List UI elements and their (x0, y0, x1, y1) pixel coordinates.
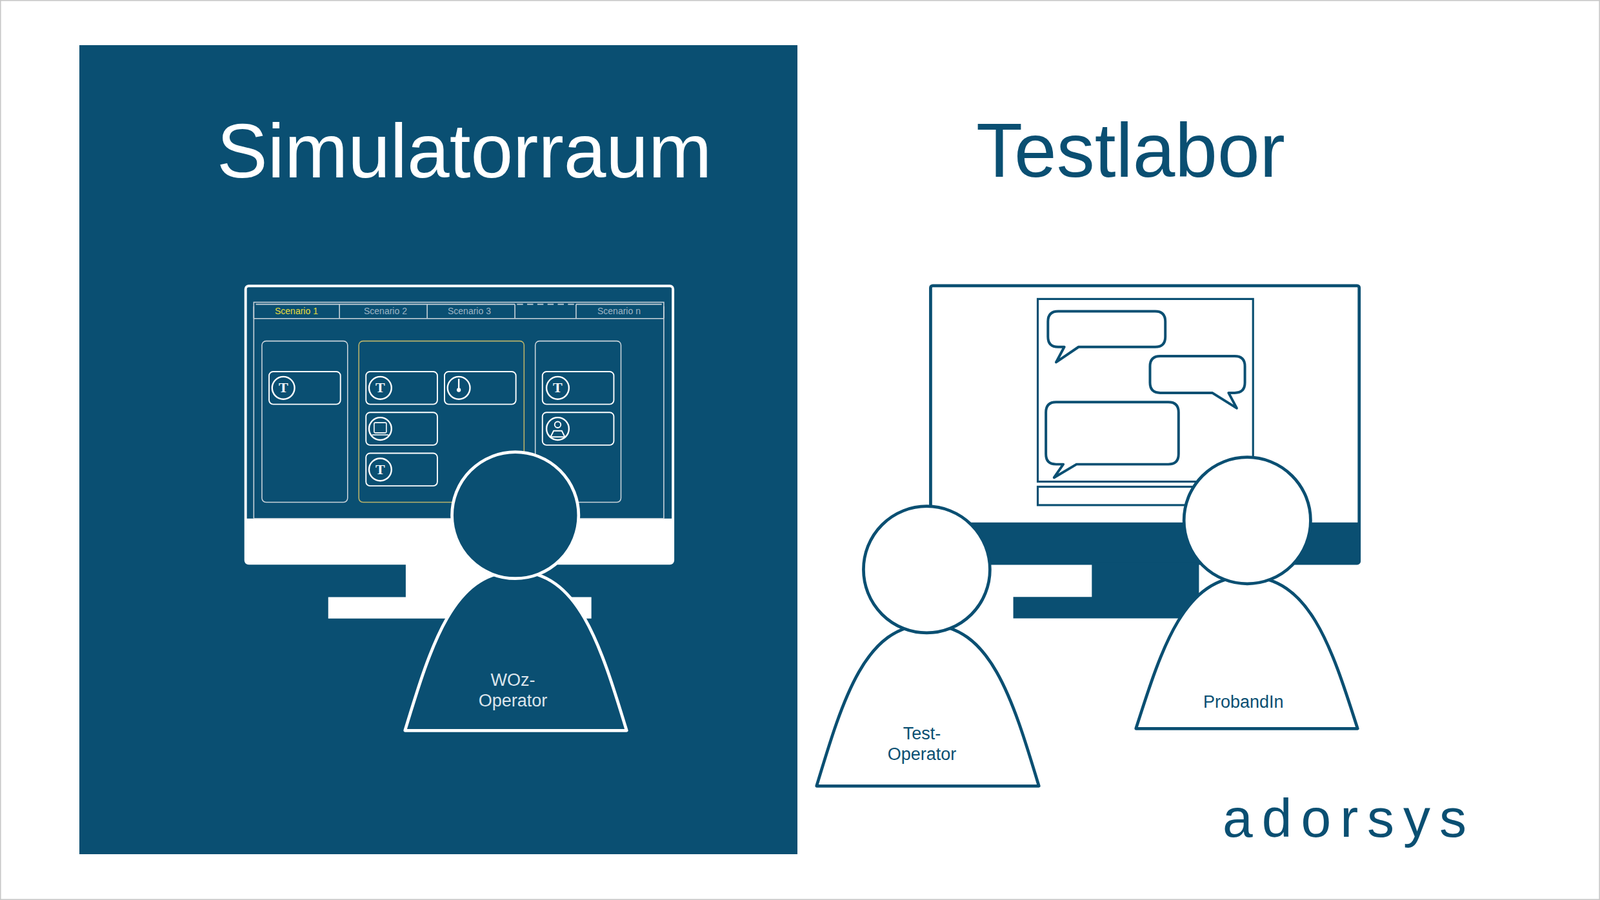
icon-box (365, 412, 438, 446)
icon-letter: T (552, 379, 563, 397)
device-icon (374, 422, 387, 433)
icon-circle (546, 376, 570, 400)
tab-label-wrap: Scenario 2 (363, 305, 408, 317)
icon-box (542, 412, 615, 446)
person-head (863, 506, 990, 633)
company-logo: adorsys (1222, 787, 1476, 850)
person-body (816, 624, 1040, 786)
person-outline (401, 449, 630, 734)
icon-circle (272, 376, 295, 400)
room-title-wrap: Testlabor (976, 107, 1286, 195)
icon-circle (546, 417, 570, 440)
icon-box (365, 453, 438, 487)
chat-window (1038, 298, 1254, 482)
tab-label-wrap: Scenario n (597, 305, 641, 317)
device-icon-base (372, 434, 389, 436)
person-body (405, 571, 628, 731)
icon-letter: T (278, 379, 289, 397)
person-figure: ProbandIn (1132, 454, 1361, 732)
location-icon-base (550, 430, 565, 437)
speech-bubble (1047, 310, 1166, 362)
icon-circle (369, 458, 392, 481)
person-head (452, 452, 579, 579)
icon-letter-wrap: T (375, 461, 386, 479)
role-label: ProbandIn (1203, 691, 1284, 713)
gauge-icon (458, 378, 460, 390)
person-figure: Test- Operator (813, 503, 1042, 790)
room-panel: SimulatorraumWOz- Operator Scenario 1 Scen… (79, 45, 798, 855)
room-title-wrap: Simulatorraum (216, 107, 712, 196)
speech-bubble (1045, 401, 1179, 478)
tab-label-wrap: Scenario 1 (274, 305, 319, 317)
icon-box (444, 371, 517, 405)
screen-column (261, 341, 348, 503)
tab-label: Scenario 3 (447, 305, 491, 317)
person-body (1136, 576, 1359, 730)
icon-letter-wrap: T (278, 379, 289, 397)
tab-dashed-line (516, 303, 575, 306)
tab-label-wrap: Scenario 3 (447, 305, 491, 317)
icon-letter: T (375, 461, 386, 479)
tab-label: Scenario n (597, 305, 641, 317)
icon-circle (369, 376, 392, 400)
role-label: WOz- Operator (467, 669, 559, 712)
icon-box (542, 371, 615, 405)
icon-letter-wrap: T (552, 379, 563, 397)
role-label: Test- Operator (876, 723, 968, 766)
room-title: Testlabor (976, 107, 1286, 195)
role-label-wrap: WOz- Operator (467, 669, 559, 712)
gauge-icon-dot (456, 387, 461, 392)
icon-circle (369, 417, 392, 440)
speech-bubble (1150, 356, 1246, 409)
person-outline (1132, 454, 1361, 732)
icon-letter: T (375, 379, 386, 397)
role-label-wrap: ProbandIn (1203, 691, 1284, 713)
icon-circle (447, 376, 471, 400)
icon-box (269, 371, 341, 405)
monitor-neck (1091, 561, 1199, 598)
person-figure: WOz- Operator (401, 449, 630, 734)
location-icon (554, 421, 561, 428)
icon-letter-wrap: T (375, 379, 386, 397)
person-head (1183, 457, 1311, 584)
company-logo-wrap: adorsys (1222, 787, 1476, 850)
tab-label: Scenario 1 (274, 305, 319, 317)
role-label-wrap: Test- Operator (876, 723, 968, 766)
tab-label: Scenario 2 (363, 305, 408, 317)
room-title: Simulatorraum (216, 107, 712, 196)
icon-box (365, 371, 438, 405)
tab-bar-lines (253, 304, 664, 319)
